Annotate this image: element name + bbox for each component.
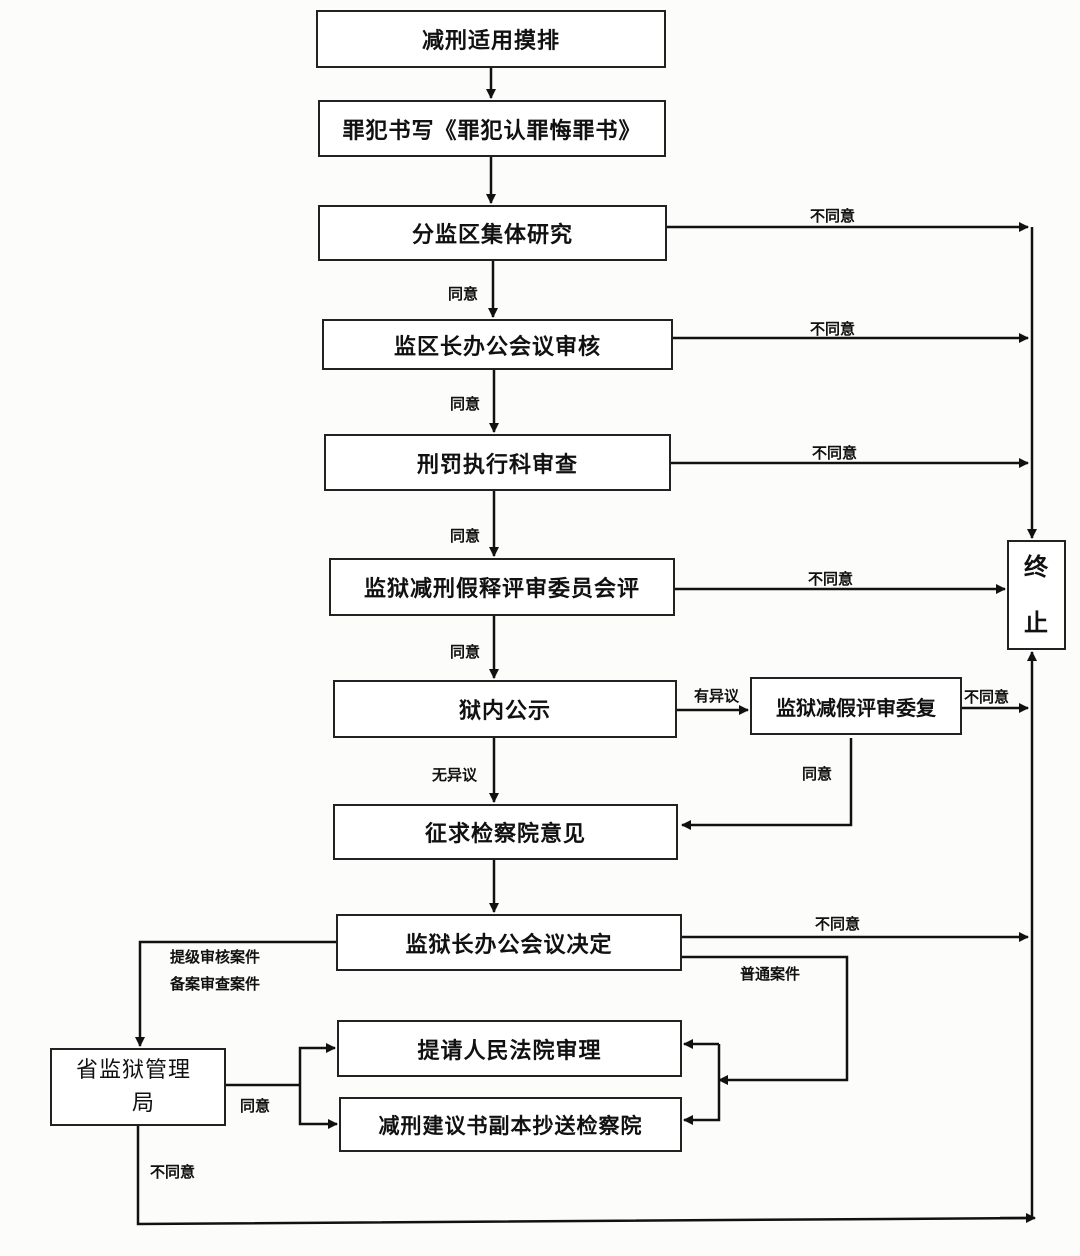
arrow-escalated bbox=[135, 940, 336, 1047]
node-guilt-statement: 罪犯书写《罪犯认罪悔罪书》 bbox=[318, 100, 666, 157]
terminate-line-2: 止 bbox=[1024, 609, 1049, 637]
label-agree-recheck: 同意 bbox=[802, 765, 833, 783]
label-disagree-n7b: 不同意 bbox=[964, 688, 1010, 706]
node-copy-to-procuratorate: 减刑建议书副本抄送检察院 bbox=[339, 1097, 682, 1152]
label-disagree-n3: 不同意 bbox=[810, 207, 856, 225]
label-escalated-cases: 提级审核案件 备案审查案件 bbox=[170, 944, 260, 998]
label-disagree-n9: 不同意 bbox=[815, 915, 861, 933]
label-disagree-n6: 不同意 bbox=[808, 570, 854, 588]
bracket-court bbox=[697, 1044, 721, 1122]
node-ward-chief-meeting: 监区长办公会议审核 bbox=[322, 319, 673, 370]
label-agree-n6: 同意 bbox=[450, 643, 481, 661]
node-prison-publicity: 狱内公示 bbox=[333, 680, 677, 738]
node-sub-ward-review: 分监区集体研究 bbox=[318, 205, 667, 261]
label-no-objection: 无异议 bbox=[432, 766, 478, 784]
node-provincial-bureau: 省监狱管理 局 bbox=[50, 1048, 226, 1126]
label-escalated-line-1: 提级审核案件 bbox=[170, 948, 261, 966]
province-line-1: 省监狱管理 bbox=[76, 1058, 192, 1083]
arrow-province-copy bbox=[298, 1085, 338, 1129]
label-disagree-n4: 不同意 bbox=[810, 320, 856, 338]
terminate-line-1: 终 bbox=[1024, 553, 1049, 581]
node-sentence-reduction-screening: 减刑适用摸排 bbox=[316, 10, 666, 68]
label-disagree-n5: 不同意 bbox=[812, 444, 858, 462]
node-penalty-execution-review: 刑罚执行科审查 bbox=[324, 434, 671, 491]
label-escalated-line-2: 备案审查案件 bbox=[170, 975, 261, 993]
label-objection: 有异议 bbox=[694, 687, 740, 705]
label-agree-n3: 同意 bbox=[448, 285, 479, 303]
arrow-province-disagree bbox=[136, 1125, 1031, 1226]
label-ordinary-cases: 普通案件 bbox=[740, 965, 801, 983]
node-procuratorate-opinion: 征求检察院意见 bbox=[333, 804, 678, 860]
node-terminate: 终 止 bbox=[1007, 540, 1066, 650]
arrow-review-agree bbox=[681, 738, 853, 830]
label-agree-n4: 同意 bbox=[450, 395, 481, 413]
node-committee-evaluation: 监狱减刑假释评审委员会评 bbox=[329, 558, 675, 616]
node-committee-recheck: 监狱减假评审委复 bbox=[750, 677, 962, 735]
node-warden-meeting-decision: 监狱长办公会议决定 bbox=[336, 914, 682, 971]
label-disagree-province: 不同意 bbox=[150, 1163, 196, 1181]
label-agree-n5: 同意 bbox=[450, 527, 481, 545]
arrow-province-court bbox=[298, 1043, 336, 1085]
arrow-ordinary bbox=[682, 955, 849, 1085]
node-court-submission: 提请人民法院审理 bbox=[337, 1020, 682, 1077]
label-agree-province: 同意 bbox=[240, 1097, 271, 1115]
province-line-2: 局 bbox=[132, 1091, 156, 1116]
